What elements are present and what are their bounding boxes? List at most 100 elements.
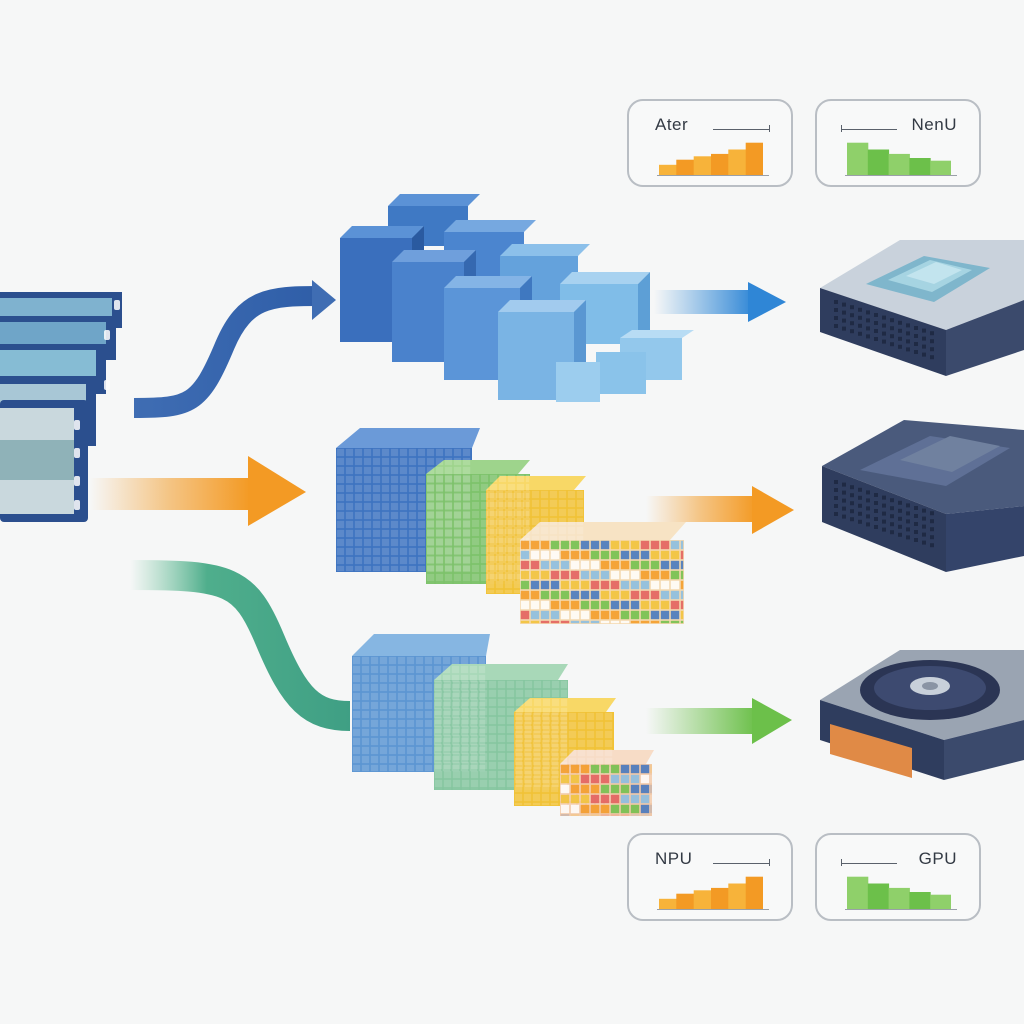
voxel	[559, 802, 568, 806]
voxel	[660, 550, 670, 560]
voxel	[442, 710, 451, 719]
voxel	[576, 490, 584, 499]
voxel	[444, 511, 453, 520]
voxel	[540, 620, 550, 624]
voxel	[453, 457, 462, 466]
voxel	[488, 752, 497, 761]
voxel	[560, 560, 570, 570]
voxel	[680, 560, 684, 570]
voxel	[523, 739, 532, 748]
voxel	[516, 510, 525, 519]
voxel	[434, 779, 443, 788]
voxel	[507, 564, 516, 573]
voxel	[452, 770, 461, 779]
voxel	[570, 610, 580, 620]
voxel	[600, 620, 610, 624]
voxel	[370, 710, 379, 719]
voxel	[471, 501, 480, 510]
voxel	[424, 674, 433, 683]
voxel	[372, 520, 381, 529]
voxel	[516, 573, 525, 582]
voxel	[480, 537, 489, 546]
voxel	[506, 743, 515, 752]
voxel	[489, 564, 498, 573]
voxel	[660, 570, 670, 580]
voxel	[495, 508, 504, 517]
voxel	[354, 538, 363, 547]
voxel	[399, 475, 408, 484]
voxel	[361, 656, 370, 665]
voxel	[558, 490, 567, 499]
voxel	[495, 490, 504, 499]
voxel	[522, 508, 531, 517]
voxel	[433, 656, 442, 665]
voxel	[570, 764, 580, 774]
voxel	[660, 580, 670, 590]
voxel	[570, 580, 580, 590]
voxel	[451, 746, 460, 755]
voxel	[336, 520, 345, 529]
legend-bar	[867, 883, 890, 909]
voxel	[417, 529, 426, 538]
voxel	[600, 570, 610, 580]
voxel	[560, 600, 570, 610]
voxel	[471, 519, 480, 528]
voxel	[424, 737, 433, 746]
voxel	[560, 725, 568, 734]
fan-icon	[860, 660, 1000, 720]
voxel	[577, 802, 586, 806]
voxel	[480, 555, 489, 564]
voxel	[523, 730, 532, 739]
voxel	[426, 547, 435, 556]
voxel	[435, 573, 444, 582]
voxel	[462, 510, 471, 519]
legend-bar	[676, 893, 695, 909]
voxel	[530, 620, 540, 624]
voxel	[533, 770, 542, 779]
voxel	[426, 519, 435, 528]
voxel	[610, 804, 620, 814]
voxel	[345, 448, 354, 457]
voxel	[595, 775, 604, 784]
voxel	[550, 721, 559, 730]
voxel	[434, 734, 443, 743]
voxel	[390, 520, 399, 529]
voxel	[363, 547, 372, 556]
voxel	[453, 492, 462, 501]
voxel	[610, 610, 620, 620]
voxel	[532, 793, 541, 802]
voxel	[462, 555, 471, 564]
voxel	[462, 466, 471, 475]
voxel	[498, 537, 507, 546]
voxel	[514, 730, 523, 739]
voxel	[361, 728, 370, 737]
voxel	[388, 755, 397, 764]
voxel	[480, 546, 489, 555]
voxel	[479, 725, 488, 734]
voxel	[489, 555, 498, 564]
voxel	[515, 725, 524, 734]
voxel	[388, 728, 397, 737]
voxel	[336, 565, 345, 572]
voxel	[620, 550, 630, 560]
voxel	[471, 564, 480, 573]
voxel	[620, 560, 630, 570]
voxel	[540, 580, 550, 590]
voxel	[504, 508, 513, 517]
voxel	[568, 739, 577, 748]
voxel	[354, 502, 363, 511]
voxel	[478, 719, 486, 728]
voxel	[604, 739, 613, 748]
voxel	[610, 600, 620, 610]
voxel	[570, 560, 580, 570]
voxel	[550, 550, 560, 560]
voxel	[489, 528, 498, 537]
voxel	[540, 550, 550, 560]
voxel	[426, 565, 435, 572]
voxel	[470, 752, 479, 761]
voxel	[495, 517, 504, 526]
voxel	[577, 712, 586, 721]
voxel	[379, 710, 388, 719]
voxel	[470, 743, 479, 752]
voxel	[488, 725, 497, 734]
